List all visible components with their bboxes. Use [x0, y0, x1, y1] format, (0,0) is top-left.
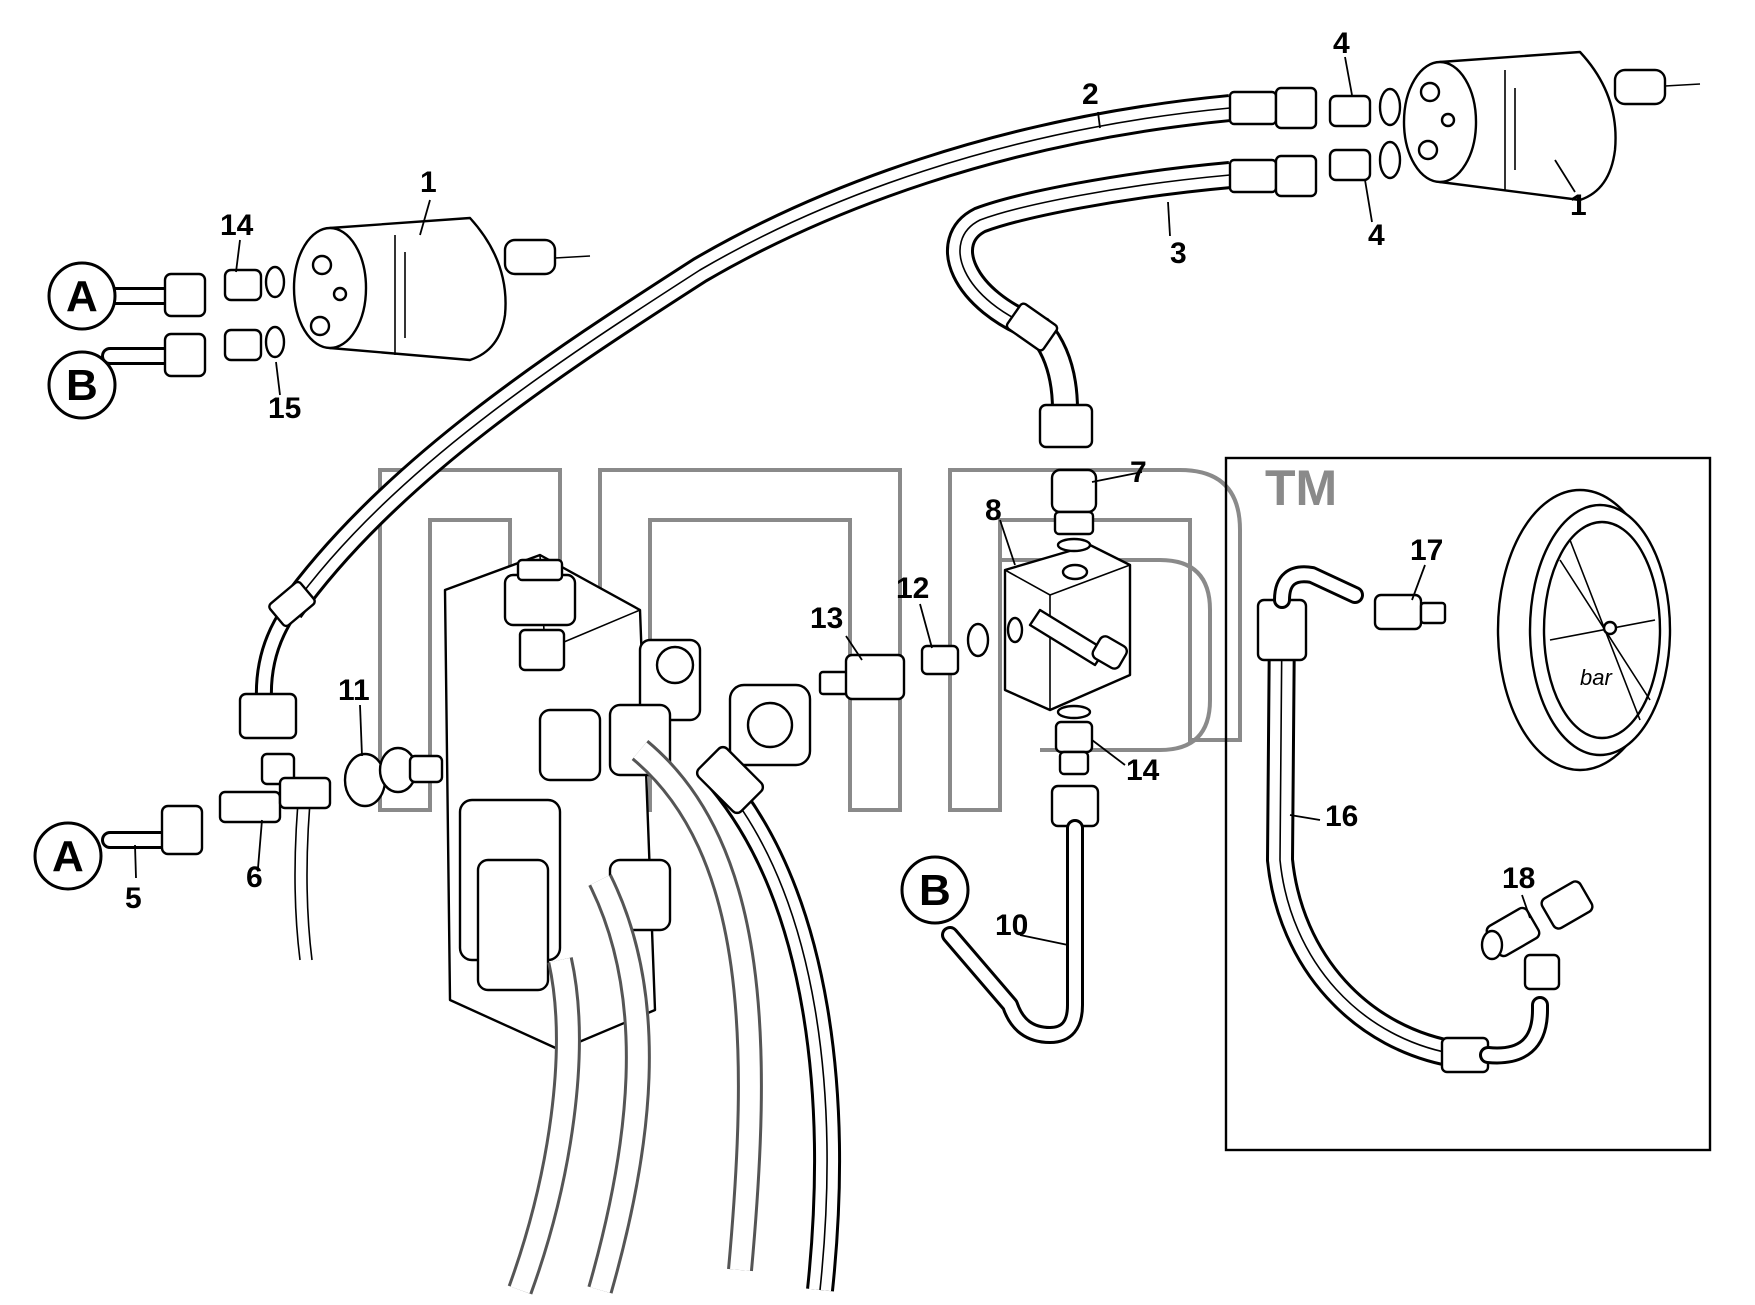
- connector-a-bottom-label: A: [52, 832, 84, 881]
- callout-6: 6: [246, 861, 263, 894]
- callout-13: 13: [810, 602, 843, 635]
- callout-10: 10: [995, 909, 1028, 942]
- tee-fitting-6: [218, 752, 332, 824]
- gauge-hose-16: [1256, 565, 1549, 1074]
- pressure-gauge: bar: [1496, 488, 1672, 772]
- callout-4-lower: 4: [1368, 219, 1385, 252]
- callout-3: 3: [1170, 237, 1187, 270]
- gauge-kit-inset: [1224, 456, 1712, 1152]
- fitting-14-left: [223, 265, 286, 302]
- callout-1-right: 1: [1570, 189, 1587, 222]
- pipe-10: [941, 784, 1100, 1044]
- union-11: [343, 746, 444, 808]
- hose-2-nut: [238, 692, 298, 740]
- adapter-17: [1373, 593, 1447, 631]
- cylinder-left: [292, 216, 591, 362]
- connector-b-middle: B: [900, 855, 970, 925]
- valve-block: [294, 553, 812, 1052]
- hoses-valve-block: [507, 740, 841, 1295]
- gauge-unit-label: bar: [1580, 665, 1613, 690]
- pipe-a-top: [101, 272, 207, 318]
- connector-b-top: B: [47, 350, 117, 420]
- cylinder-right: [1402, 50, 1701, 202]
- callout-7: 7: [1130, 456, 1147, 489]
- fitting-4-lower: [1328, 140, 1402, 182]
- connector-a-bottom: A: [33, 821, 103, 891]
- callout-11: 11: [338, 674, 370, 707]
- hose-3: [946, 154, 1318, 449]
- callout-14-left: 14: [220, 209, 254, 242]
- watermark-trademark: TM: [1265, 460, 1337, 516]
- callout-2: 2: [1082, 78, 1099, 111]
- fitting-15-left: [223, 325, 286, 362]
- pipe-b-top: [101, 332, 207, 378]
- hose-2: [238, 86, 1318, 740]
- connector-a-top: A: [47, 261, 117, 331]
- connector-a-top-label: A: [66, 272, 98, 321]
- watermark-logo: TM: [378, 460, 1337, 812]
- callout-4-upper: 4: [1333, 27, 1350, 60]
- callout-18: 18: [1502, 862, 1535, 895]
- callout-14-middle: 14: [1126, 754, 1160, 787]
- leader-lines: [134, 56, 1576, 946]
- pipe-a-bottom: [101, 804, 204, 856]
- adapter-12: [920, 622, 990, 676]
- callout-8: 8: [985, 494, 1002, 527]
- callout-numbers: 1 1 2 3 4 4 5 6 7 8 10 11 12 13 14 14 15…: [125, 27, 1587, 942]
- tee-fitting-18: [1480, 880, 1594, 991]
- callout-15: 15: [268, 392, 301, 425]
- adapter-13: [818, 653, 906, 701]
- callout-16: 16: [1325, 800, 1358, 833]
- callout-1-left: 1: [420, 166, 437, 199]
- connector-b-top-label: B: [66, 361, 98, 410]
- callout-12: 12: [896, 572, 929, 605]
- callout-5: 5: [125, 882, 142, 915]
- fitting-4-upper: [1328, 87, 1402, 128]
- callout-17: 17: [1410, 534, 1443, 567]
- manifold-block-8: [1003, 543, 1132, 712]
- fitting-7: [1050, 468, 1098, 553]
- connector-b-middle-label: B: [919, 866, 951, 915]
- fitting-14-lower: [1054, 704, 1094, 776]
